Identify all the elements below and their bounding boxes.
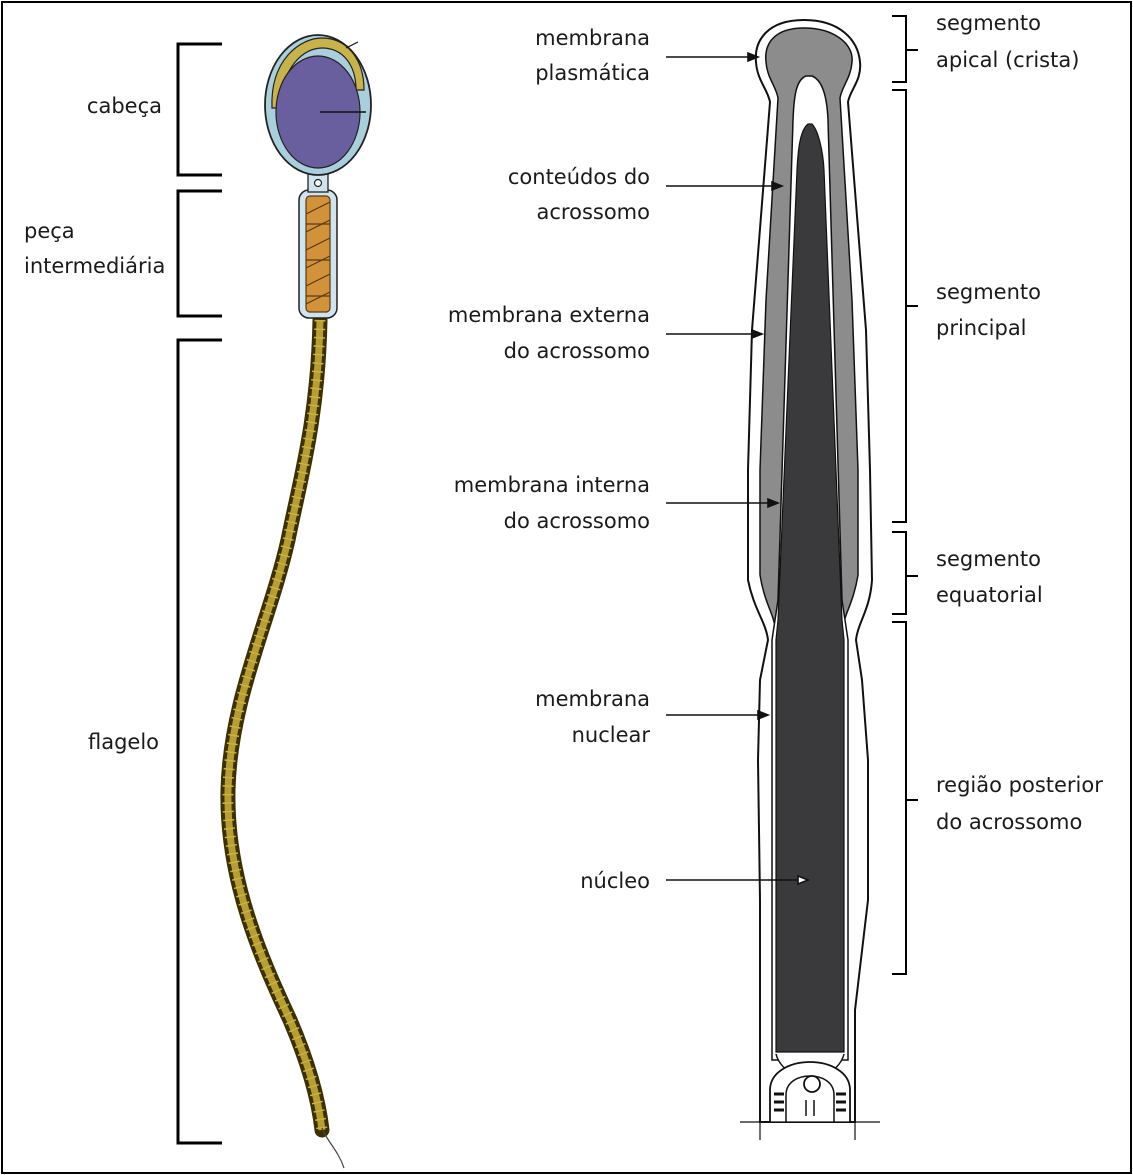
label-midpiece-2: intermediária bbox=[24, 254, 165, 278]
centriole bbox=[804, 1076, 820, 1092]
label-nucleus: núcleo bbox=[580, 869, 650, 893]
label-inner-membrane-1: membrana interna bbox=[454, 473, 650, 497]
label-plasma-membrane-1: membrana bbox=[535, 26, 650, 50]
label-principal-2: principal bbox=[936, 316, 1027, 340]
label-head: cabeça bbox=[87, 94, 162, 118]
label-inner-membrane-2: do acrossomo bbox=[504, 509, 650, 533]
label-posterior-1: região posterior bbox=[936, 773, 1103, 797]
label-equatorial-2: equatorial bbox=[936, 583, 1043, 607]
label-equatorial-1: segmento bbox=[936, 547, 1041, 571]
label-apical-1: segmento bbox=[936, 11, 1041, 35]
label-acrosome-contents-1: conteúdos do bbox=[508, 165, 650, 189]
label-nuclear-membrane-2: nuclear bbox=[572, 723, 651, 747]
label-posterior-2: do acrossomo bbox=[936, 810, 1082, 834]
label-flagellum: flagelo bbox=[88, 730, 159, 754]
label-midpiece-1: peça bbox=[24, 219, 75, 243]
midpiece bbox=[299, 190, 337, 318]
label-apical-2: apical (crista) bbox=[936, 48, 1079, 72]
label-plasma-membrane-2: plasmática bbox=[535, 61, 650, 85]
midpiece-mitochondria bbox=[306, 196, 330, 312]
label-acrosome-contents-2: acrossomo bbox=[537, 200, 650, 224]
label-nuclear-membrane-1: membrana bbox=[535, 687, 650, 711]
label-outer-membrane-1: membrana externa bbox=[448, 303, 650, 327]
label-principal-1: segmento bbox=[936, 280, 1041, 304]
sperm-head bbox=[265, 35, 371, 175]
label-outer-membrane-2: do acrossomo bbox=[504, 339, 650, 363]
